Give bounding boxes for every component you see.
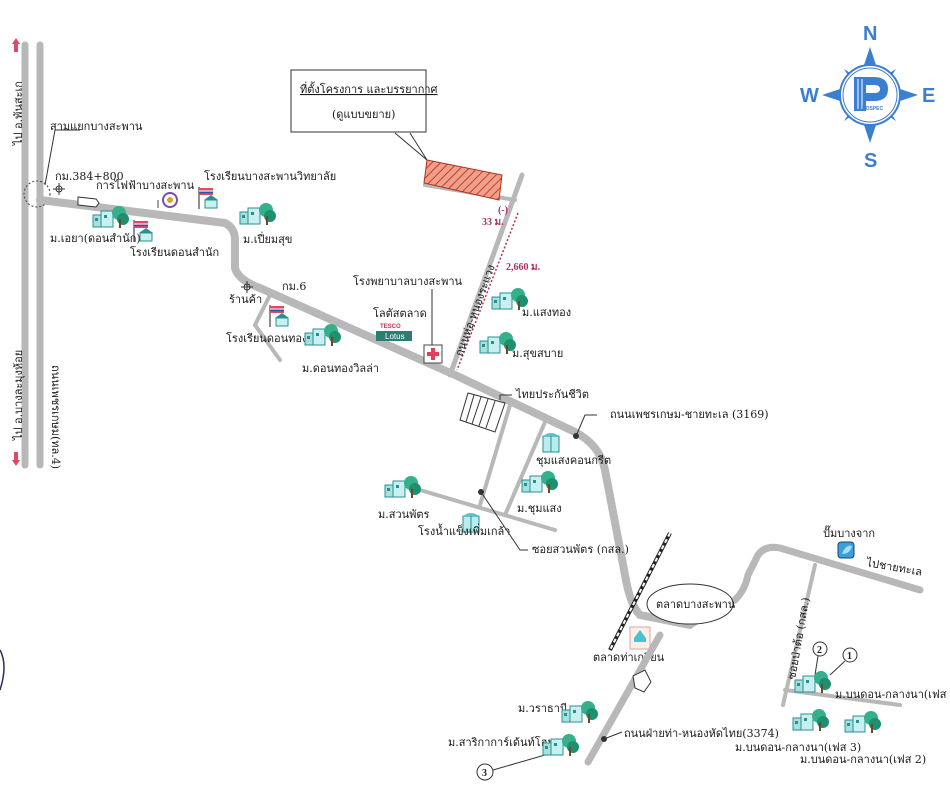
village-phase3-label: ม.บนดอน-กลางนา(เฟส 3) (735, 741, 861, 754)
market-thakwian-label: ตลาดท่าเกวียน (593, 651, 665, 664)
svg-text:ROSPEC: ROSPEC (862, 106, 884, 112)
traffic-light-icon-south (632, 669, 652, 693)
village-phase2-icon (844, 710, 882, 734)
village-phase1-label: ม.บนดอน-กลางนา(เฟส 1) (835, 688, 950, 701)
highway-road-name: ถนนเพชรเกษม(ทล.4) (49, 365, 62, 469)
soi-suanphat-road (418, 488, 557, 532)
shop-label: ร้านค้า (229, 293, 262, 306)
village-suksabai-label: ม.สุขสบาย (512, 347, 563, 360)
school-donsamnak-label: โรงเรียนดอนสำนัก (130, 245, 219, 259)
chumsaeng-concrete-icon (542, 432, 560, 453)
svg-text:2: 2 (817, 645, 822, 656)
electric-authority-label: การไฟฟ้าบางสะพาน (96, 179, 195, 192)
main-road (36, 196, 694, 629)
village-suksabai-icon (479, 331, 517, 355)
project-site (423, 159, 503, 201)
school-donthong-label: โรงเรียนดอนทอง (226, 331, 307, 345)
distance-33m: 33 ม. (482, 217, 504, 228)
road-3374-label: ถนนฝ่ายท่า-หนองหัดไทย(3374) (624, 727, 779, 740)
project-callout-box: ที่ตั้งโครงการ และบรรยากาศ (ดูแบบขยาย) (290, 69, 438, 133)
compass-north: N (863, 23, 877, 45)
ice-factory-label: โรงน้ำแข็งเพิ่มเกล้า (418, 523, 510, 538)
prospec-logo: ROSPEC (854, 77, 888, 112)
thai-insurance-building (459, 392, 506, 433)
callout-subtitle: (ดูแบบขยาย) (332, 108, 395, 121)
side-road-donthong (253, 293, 272, 327)
bangchak-pump-icon (837, 541, 855, 559)
compass-south: S (864, 150, 877, 172)
arrow-north-icon (12, 38, 20, 52)
road-kuai (447, 172, 525, 378)
village-sarika-label: ม.สาริกาการ์เด้นท์โฮม (448, 735, 555, 749)
soi-suanphat-label: ซอยสวนพัตร (กสล.) (532, 543, 629, 556)
thai-insurance-label: ไทยประกันชีวิต (515, 388, 589, 401)
village-eiya-label: ม.เอยา(ดอนสำนัก) (50, 232, 141, 245)
junction-marker (23, 180, 51, 208)
km-marker-label: กม.384+800 (55, 170, 124, 183)
compass-west: W (800, 85, 819, 107)
arrow-south-icon (12, 452, 20, 466)
marker-2: 2 (812, 641, 828, 676)
svg-text:1: 1 (847, 651, 852, 662)
village-piamsuk-label: ม.เปี่ยมสุข (243, 231, 292, 246)
village-suanphat-label: ม.สวนพัตร (378, 508, 430, 521)
highway-to-north-label: ไป อ.พันสะเก (12, 81, 25, 146)
school-college-icon (198, 186, 219, 210)
highway-to-south-label: ไป อ.บางละมุงห้อย (12, 350, 25, 441)
market-bangsaphan-area (646, 583, 734, 625)
svg-text:TESCO: TESCO (380, 324, 401, 330)
partial-ellipse (0, 649, 5, 691)
thakwian-market-icon (629, 626, 651, 650)
village-phase2-label: ม.บนดอน-กลางนา(เฟส 2) (800, 753, 926, 766)
svg-text:Lotus: Lotus (385, 332, 405, 341)
tesco-lotus-logo: TESCO Lotus (376, 324, 412, 341)
village-chumsaeng-label: ม.ชุมแสง (517, 502, 562, 515)
direction-marker: (-) (498, 205, 508, 216)
junction-label: สามแยกบางสะพาน (50, 120, 143, 133)
beach-road (686, 543, 924, 629)
hospital-icon (423, 344, 443, 364)
distance-2660m: 2,660 ม. (506, 262, 541, 273)
road-3374 (584, 631, 664, 766)
village-donthong-label: ม.ดอนทองวิลล่า (302, 362, 379, 375)
callout-title: ที่ตั้งโครงการ และบรรยากาศ (300, 81, 438, 96)
compass-rose: ROSPEC N S E W (800, 23, 935, 172)
school-college-label: โรงเรียนบางสะพานวิทยาลัย (204, 169, 336, 183)
svg-text:3: 3 (482, 768, 487, 779)
soi-pato-road (781, 563, 817, 707)
chumsaeng-concrete-label: ชุมแสงคอนกรีต (536, 454, 611, 467)
km-marker-icon (52, 182, 66, 196)
village-warathani-label: ม.วราธานี (518, 702, 568, 715)
hospital-label: โรงพยาบาลบางสะพาน (353, 274, 463, 288)
marker-3: 3 (476, 754, 546, 781)
compass-east: E (922, 85, 935, 107)
village-phase1-icon (794, 670, 832, 694)
market-bangsaphan-label: ตลาดบางสะพาน (656, 598, 736, 611)
school-donthong-icon (269, 304, 290, 328)
road-3169-label: ถนนเพชรเกษม-ชายทะเล (3169) (610, 408, 769, 421)
soi-pato-label: ซอยป่าต้อ (กสล.) (785, 596, 812, 680)
pump-bangchak-label: ปั๊มบางจาก (823, 525, 875, 540)
village-suanphat-icon (384, 475, 422, 499)
village-chumsaeng-icon (521, 470, 559, 494)
village-donthong-icon (304, 323, 342, 347)
distance-line (456, 212, 519, 371)
traffic-light-icon (77, 196, 100, 208)
lotus-market-label: โลตัสตลาด (373, 306, 427, 320)
railway (608, 532, 672, 651)
electric-authority-icon (157, 192, 178, 208)
village-piamsuk-icon (239, 202, 277, 226)
village-phase3-icon (792, 708, 830, 732)
km6-label: กม.6 (282, 280, 306, 293)
village-saengthong-label: ม.แสงทอง (522, 306, 571, 319)
marker-1: 1 (829, 647, 858, 676)
highway-road (21, 41, 44, 469)
